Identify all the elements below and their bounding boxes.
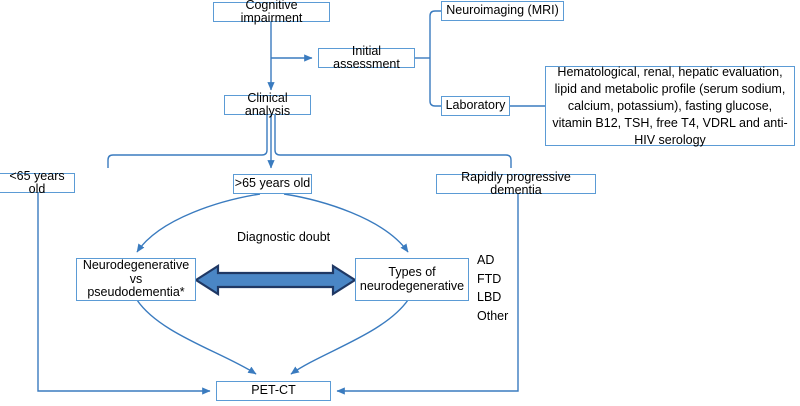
node-neurodegenerative-vs-pseudodementia[interactable]: Neurodegenerative vs pseudodementia*	[76, 258, 196, 301]
node-clinical-analysis[interactable]: Clinical analysis	[224, 91, 311, 118]
bidirectional-arrow	[193, 263, 358, 297]
node-label: Cognitive impairment	[240, 0, 303, 25]
node-laboratory[interactable]: Laboratory	[441, 96, 510, 116]
edge-clinical-to-rapid	[274, 115, 512, 168]
node-label: Laboratory	[445, 98, 506, 113]
node-label-line1: Neurodegenerative	[82, 258, 190, 273]
edge-under65-to-petct	[37, 193, 211, 395]
node-label: Clinical analysis	[244, 90, 291, 118]
node-cognitive-impairment[interactable]: Cognitive impairment	[213, 0, 330, 25]
node-label-line2: vs	[129, 271, 143, 286]
node-over-65[interactable]: >65 years old	[233, 174, 312, 194]
node-label: <65 years old	[9, 168, 65, 196]
edge-bus-to-neuroimaging	[429, 10, 441, 58]
node-label: Rapidly progressive dementia	[461, 169, 571, 197]
node-label-line1: Types of	[388, 265, 436, 279]
dementia-type-lbd: LBD	[477, 290, 502, 304]
dementia-type-list: AD FTD LBD Other	[477, 251, 508, 325]
node-initial-assessment[interactable]: Initial assessment	[318, 44, 415, 71]
edge-over65-to-neurodeg-vs-pseudo	[136, 193, 261, 253]
dementia-type-ftd: FTD	[477, 271, 502, 286]
node-label: Neuroimaging (MRI)	[446, 3, 559, 18]
edge-clinical-to-under65	[107, 115, 268, 168]
edge-types-to-petct	[290, 299, 409, 375]
edge-neurodeg-to-petct	[136, 299, 257, 375]
node-label: Hematological, renal, hepatic evaluation…	[552, 64, 788, 147]
node-label: Initial assessment	[333, 43, 400, 71]
node-rapidly-progressive-dementia[interactable]: Rapidly progressive dementia	[436, 170, 596, 197]
edge-bus-to-laboratory	[429, 58, 441, 107]
dementia-type-ad: AD	[477, 253, 495, 267]
node-label: PET-CT	[251, 383, 296, 398]
node-laboratory-details[interactable]: Hematological, renal, hepatic evaluation…	[545, 64, 795, 147]
label-diagnostic-doubt: Diagnostic doubt	[237, 230, 331, 244]
node-pet-ct[interactable]: PET-CT	[216, 381, 331, 401]
edge-over65-to-types	[283, 193, 409, 253]
node-label-line3: pseudodementia*	[87, 285, 185, 300]
node-neuroimaging-mri[interactable]: Neuroimaging (MRI)	[441, 1, 564, 21]
node-types-of-neurodegenerative[interactable]: Types of neurodegenerative	[355, 258, 469, 301]
node-label-line2: neurodegenerative	[359, 278, 465, 293]
dementia-type-other: Other	[477, 308, 509, 323]
node-under-65[interactable]: <65 years old	[0, 169, 75, 196]
edge-rapid-to-petct	[336, 194, 519, 395]
node-label: >65 years old	[234, 176, 311, 191]
